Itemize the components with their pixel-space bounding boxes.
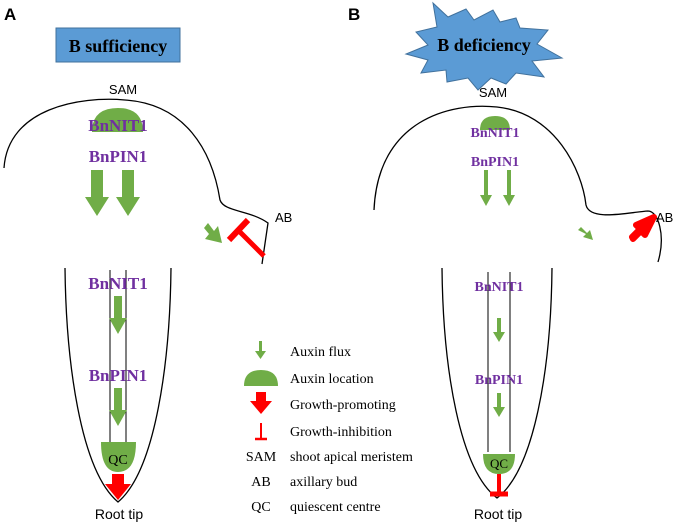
panel-b: B B deficiency SAM BnNIT1 BnPIN1 AB BnNI… <box>348 1 673 522</box>
panel-a-shoot-flux-arrow-right <box>116 170 140 216</box>
legend-ab: AB axillary bud <box>251 475 357 490</box>
panel-b-root-tip-label: Root tip <box>474 506 522 522</box>
panel-b-shoot-outline <box>373 105 662 263</box>
panel-b-root-gene-nit1: BnNIT1 <box>474 280 523 295</box>
legend-auxin-location-text: Auxin location <box>290 372 374 387</box>
legend-growth-promoting-icon <box>250 392 272 414</box>
panel-a-ab-label: AB <box>275 210 292 225</box>
panel-a-growth-promoting-arrow <box>105 474 131 500</box>
panel-b-root-outline <box>441 267 553 499</box>
deficiency-burst-shape <box>404 1 564 91</box>
legend-qc: QC quiescent centre <box>251 500 380 515</box>
panel-a-root-gene-pin1: BnPIN1 <box>89 366 148 385</box>
panel-b-root-flux-arrow-1 <box>493 318 505 342</box>
panel-a-shoot-flux-arrow-left <box>85 170 109 216</box>
legend-ab-text: axillary bud <box>290 475 357 490</box>
panel-a-root-gene-nit1: BnNIT1 <box>88 274 148 293</box>
legend-auxin-location: Auxin location <box>244 370 374 387</box>
panel-a-growth-inhibition-mark <box>226 217 266 258</box>
legend-auxin-flux: Auxin flux <box>255 341 351 360</box>
panel-b-root-gene-pin1: BnPIN1 <box>475 373 523 388</box>
panel-b-qc-label: QC <box>490 456 508 471</box>
legend-auxin-flux-icon <box>255 341 266 359</box>
panel-b-ab-label: AB <box>656 210 673 225</box>
panel-b-shoot-flux-arrow-left <box>480 170 492 206</box>
panel-a-shoot-outline <box>3 98 269 265</box>
panel-a-shoot-gene-nit1: BnNIT1 <box>88 116 148 135</box>
panel-a-sam-label: SAM <box>109 82 137 97</box>
panel-b-shoot-auxin-location <box>480 116 510 130</box>
panel-a-root-outline <box>64 267 172 503</box>
panel-b-sam-label: SAM <box>479 85 507 100</box>
panel-a-qc <box>101 442 136 472</box>
panel-b-axillary-flux-arrow <box>578 227 593 240</box>
panel-a-shoot-auxin-location <box>92 108 143 132</box>
legend-qc-abbr: QC <box>251 500 270 515</box>
legend: Auxin flux Auxin location Growth-promoti… <box>244 341 413 515</box>
panel-a: A B sufficiency SAM BnNIT1 BnPIN1 AB BnN… <box>3 5 292 522</box>
panel-a-root-flux-arrow-2 <box>109 388 127 426</box>
panel-b-letter: B <box>348 5 360 24</box>
panel-b-shoot-gene-nit1: BnNIT1 <box>470 126 519 141</box>
legend-sam-abbr: SAM <box>246 450 277 465</box>
legend-sam-text: shoot apical meristem <box>290 450 413 465</box>
panel-a-shoot-gene-pin1: BnPIN1 <box>89 147 148 166</box>
legend-sam: SAM shoot apical meristem <box>246 450 413 465</box>
legend-ab-abbr: AB <box>251 475 270 490</box>
panel-a-letter: A <box>4 5 16 24</box>
legend-qc-text: quiescent centre <box>290 500 381 515</box>
panel-a-root-flux-arrow-1 <box>109 296 127 334</box>
legend-growth-inhibition-icon <box>255 423 267 441</box>
panel-b-growth-inhibition-mark <box>490 474 508 497</box>
panel-a-axillary-flux-arrow <box>204 223 222 243</box>
panel-a-qc-label: QC <box>108 453 127 468</box>
legend-auxin-flux-text: Auxin flux <box>290 345 351 360</box>
panel-b-root-flux-arrow-2 <box>493 393 505 417</box>
panel-b-shoot-gene-pin1: BnPIN1 <box>471 155 519 170</box>
legend-auxin-location-icon <box>244 370 278 386</box>
deficiency-label: B deficiency <box>437 35 530 55</box>
legend-growth-promoting: Growth-promoting <box>250 392 396 414</box>
panel-b-shoot-flux-arrow-right <box>503 170 515 206</box>
sufficiency-box <box>55 27 181 63</box>
legend-growth-inhibition: Growth-inhibition <box>255 423 392 441</box>
sufficiency-label: B sufficiency <box>69 36 168 56</box>
panel-b-growth-promoting-arrow <box>629 214 657 242</box>
panel-a-root-tip-label: Root tip <box>95 506 143 522</box>
legend-growth-inhibition-text: Growth-inhibition <box>290 425 392 440</box>
legend-growth-promoting-text: Growth-promoting <box>290 398 396 413</box>
panel-b-qc <box>483 454 515 474</box>
